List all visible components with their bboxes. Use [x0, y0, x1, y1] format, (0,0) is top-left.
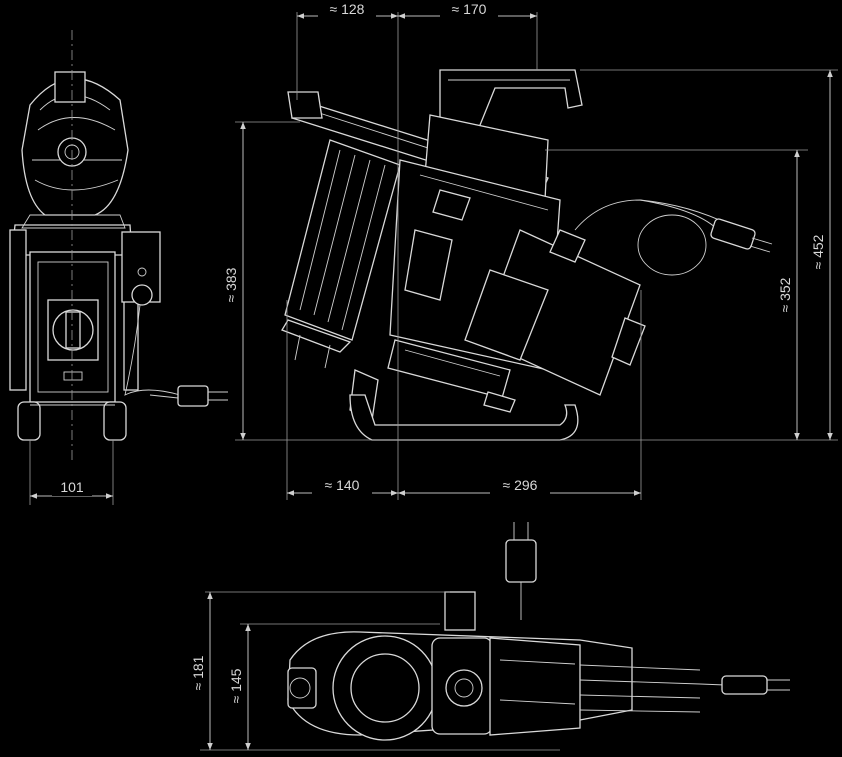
front-view	[9, 30, 228, 460]
dim-bottom-right: ≈ 296	[503, 477, 538, 493]
dimension-lines	[29, 13, 833, 750]
dim-left-height: ≈ 383	[223, 267, 239, 302]
dimension-labels: ≈ 128 ≈ 170 101 ≈ 140 ≈ 296 ≈ 383 ≈ 352 …	[52, 1, 826, 703]
dim-top-right: ≈ 170	[452, 1, 487, 17]
side-view	[235, 12, 838, 500]
dim-right-height-inner: ≈ 352	[777, 277, 793, 312]
dim-plan-depth-outer: ≈ 181	[190, 655, 206, 690]
dim-bottom-left: ≈ 140	[325, 477, 360, 493]
plan-view	[200, 522, 790, 751]
dim-right-height-outer: ≈ 452	[810, 234, 826, 269]
dim-plan-depth-inner: ≈ 145	[228, 668, 244, 703]
dim-top-left: ≈ 128	[330, 1, 365, 17]
dim-front-width: 101	[60, 479, 84, 495]
